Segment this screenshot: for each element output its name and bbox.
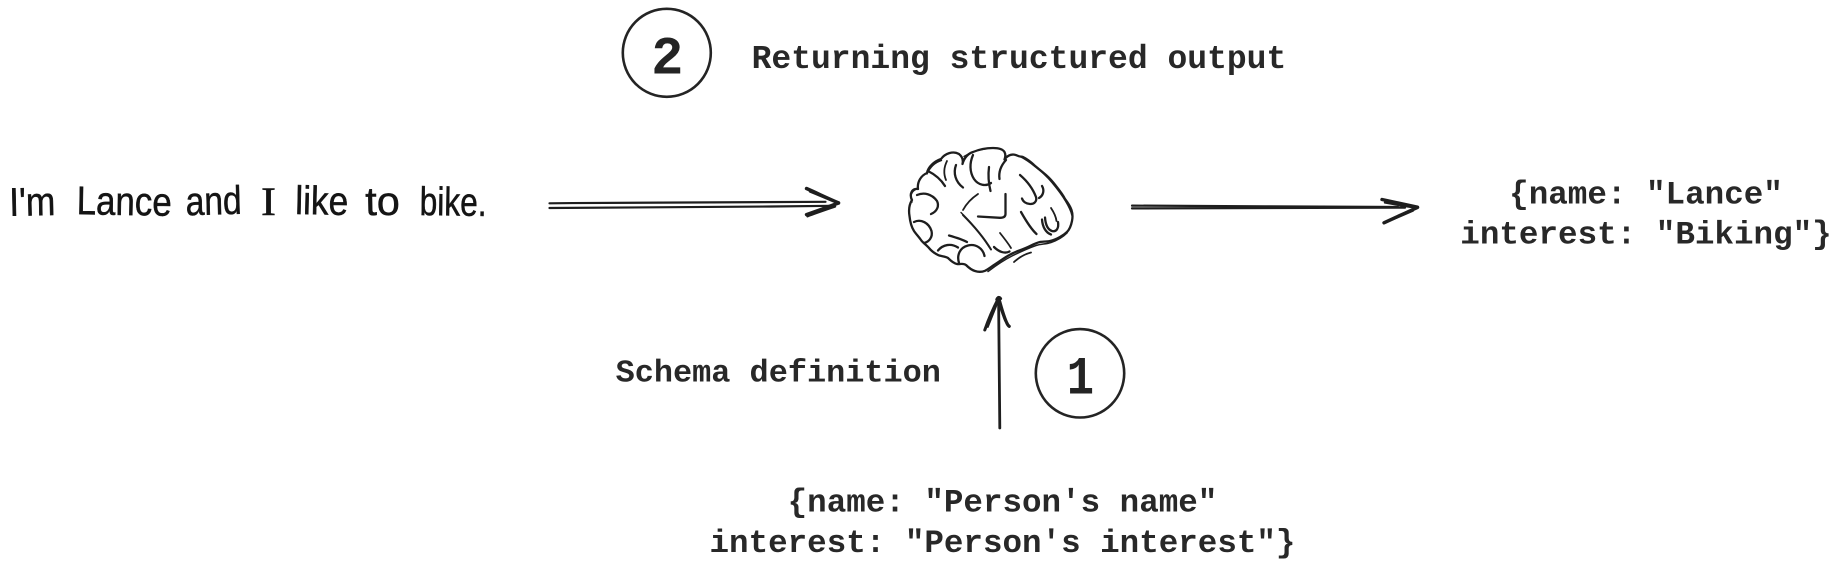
svg-text:{name: "Person's name": {name: "Person's name"	[788, 484, 1218, 521]
svg-text:interest: "Person's interest"}: interest: "Person's interest"}	[710, 525, 1296, 562]
svg-text:to: to	[365, 180, 400, 225]
svg-text:1: 1	[1067, 349, 1094, 409]
svg-text:{name: "Lance": {name: "Lance"	[1509, 176, 1783, 213]
svg-text:and: and	[185, 179, 242, 224]
svg-text:bike.: bike.	[419, 180, 487, 225]
svg-text:Lance: Lance	[76, 179, 172, 225]
svg-text:Returning structured output: Returning structured output	[752, 41, 1287, 78]
svg-text:2: 2	[651, 29, 683, 90]
svg-text:I'm: I'm	[9, 180, 56, 225]
svg-text:Schema definition: Schema definition	[616, 355, 941, 392]
svg-text:interest: "Biking"}: interest: "Biking"}	[1460, 216, 1831, 253]
svg-text:I: I	[261, 179, 276, 224]
svg-text:like: like	[295, 179, 349, 224]
